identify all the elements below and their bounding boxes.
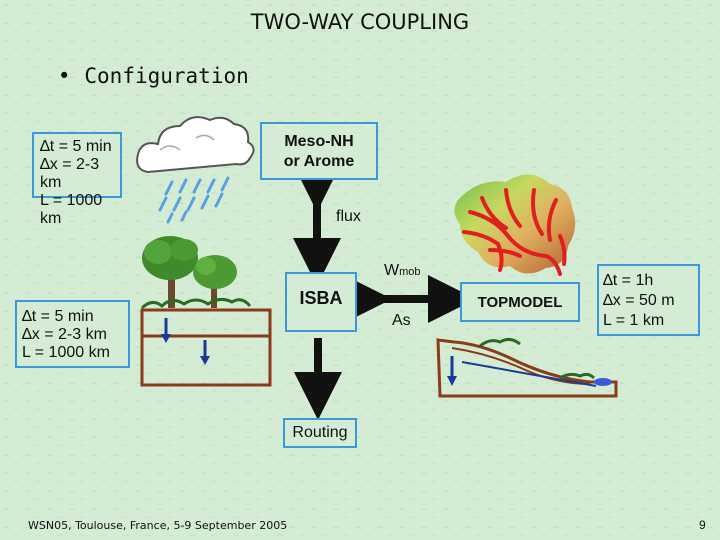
catchment-map: [454, 174, 576, 276]
hydro-length: L = 1 km: [603, 312, 665, 329]
flux-label: flux: [336, 208, 361, 225]
atmos-dt: ∆t = 5 min: [40, 138, 112, 155]
drainage-arrow-icon: [447, 356, 457, 386]
infiltration-arrow-icon: [161, 318, 210, 365]
surface-length: L = 1000 km: [22, 344, 110, 361]
atmos-model-line2: or Arome: [283, 153, 355, 170]
page-number: 9: [699, 518, 706, 532]
surface-dt: ∆t = 5 min: [22, 308, 94, 325]
as-label: As: [392, 312, 411, 329]
topmodel-box: TOPMODEL: [460, 282, 580, 322]
routing-box: Routing: [283, 418, 357, 448]
atmosphere-scales-box: ∆t = 5 min ∆x = 2-3 km L = 1000 km: [32, 132, 122, 227]
bullet-icon: •: [58, 64, 71, 88]
forest-icon: [140, 236, 252, 310]
surface-scales-box: ∆t = 5 min ∆x = 2-3 km L = 1000 km: [15, 300, 130, 368]
atmos-dx: ∆x = 2-3 km: [40, 156, 100, 191]
hillslope-profile: [436, 337, 618, 398]
slide-title: TWO-WAY COUPLING: [250, 10, 470, 34]
wmob-label: Wmob: [384, 262, 421, 280]
footer-text: WSN05, Toulouse, France, 5-9 September 2…: [28, 519, 288, 532]
atmospheric-model-box: Meso-NH or Arome: [260, 122, 378, 180]
topmodel-label: TOPMODEL: [477, 294, 563, 311]
routing-label: Routing: [292, 424, 348, 441]
config-label: Configuration: [84, 64, 249, 88]
hydro-scales-box: ∆t = 1h ∆x = 50 m L = 1 km: [597, 264, 700, 336]
config-bullet: • Configuration: [58, 64, 249, 88]
rain-cloud-icon: [136, 116, 255, 224]
atmos-length: L = 1000 km: [40, 192, 103, 227]
atmos-model-line1: Meso-NH: [284, 133, 354, 150]
hydro-dt: ∆t = 1h: [603, 272, 654, 289]
wmob-main: W: [384, 262, 400, 279]
wmob-subscript: mob: [399, 266, 421, 278]
isba-box: ISBA: [285, 272, 357, 332]
hydro-dx: ∆x = 50 m: [603, 292, 675, 309]
isba-label: ISBA: [299, 288, 343, 308]
surface-dx: ∆x = 2-3 km: [22, 326, 107, 343]
